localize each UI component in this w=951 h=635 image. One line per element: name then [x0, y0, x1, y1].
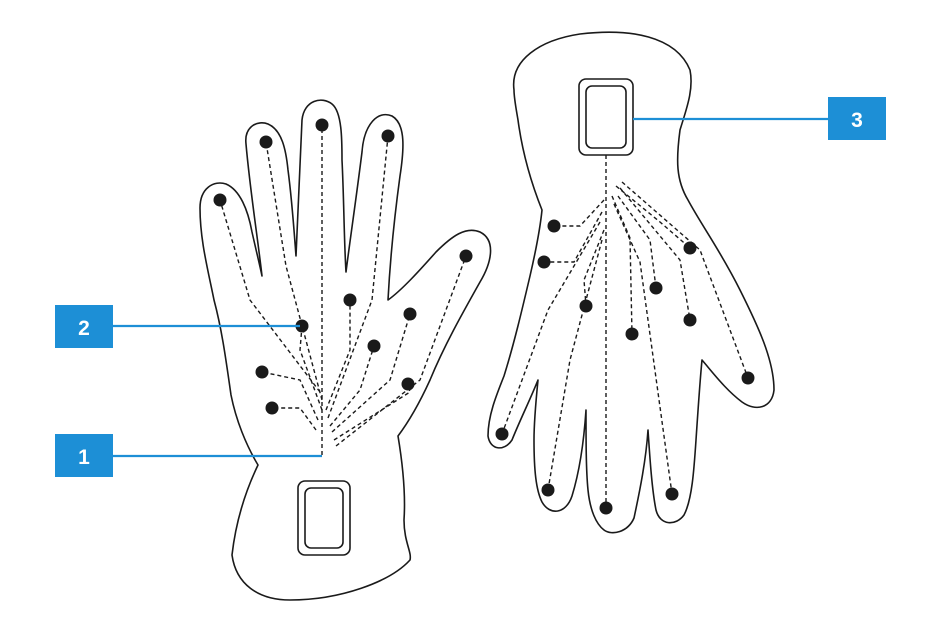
sensor-dot — [665, 487, 679, 501]
sensor-dot — [741, 371, 755, 385]
callout-2-label: 2 — [78, 317, 90, 340]
sensor-dot — [537, 255, 551, 269]
sensor-dot — [343, 293, 357, 307]
sensor-dot — [259, 135, 273, 149]
sensor-dot — [265, 401, 279, 415]
sensor-dot — [649, 281, 663, 295]
callout-3-label: 3 — [851, 109, 863, 132]
sensor-dot — [381, 129, 395, 143]
callout-2: 2 — [55, 305, 300, 348]
callout-1-badge — [55, 434, 113, 477]
sensor-dot — [401, 377, 415, 391]
sensor-dot — [599, 501, 613, 515]
sensor-dot — [683, 313, 697, 327]
right-glove-module — [578, 78, 634, 156]
left-glove-sensors — [213, 118, 473, 415]
sensor-dot — [255, 365, 269, 379]
callout-1-label: 1 — [78, 446, 90, 469]
sensor-dot — [579, 299, 593, 313]
sensor-dot — [213, 193, 227, 207]
sensor-dot — [547, 219, 561, 233]
right-glove — [487, 31, 775, 534]
sensor-dot — [367, 339, 381, 353]
sensor-dot — [403, 307, 417, 321]
callout-2-badge — [55, 305, 113, 348]
left-glove-module — [297, 480, 351, 556]
left-glove — [199, 99, 492, 601]
right-glove-sensors — [495, 219, 755, 515]
left-glove-wires — [219, 125, 467, 455]
right-glove-wires — [501, 155, 749, 508]
sensor-dot — [295, 319, 309, 333]
sensor-dot — [625, 327, 639, 341]
sensor-dot — [683, 241, 697, 255]
callout-3: 3 — [633, 97, 886, 140]
callout-1: 1 — [55, 434, 322, 477]
right-glove-outline — [487, 31, 775, 534]
sensor-dot — [541, 483, 555, 497]
sensor-dot — [459, 249, 473, 263]
sensor-dot — [315, 118, 329, 132]
sensor-dot — [495, 427, 509, 441]
left-glove-outline — [199, 99, 492, 601]
callout-3-badge — [828, 97, 886, 140]
